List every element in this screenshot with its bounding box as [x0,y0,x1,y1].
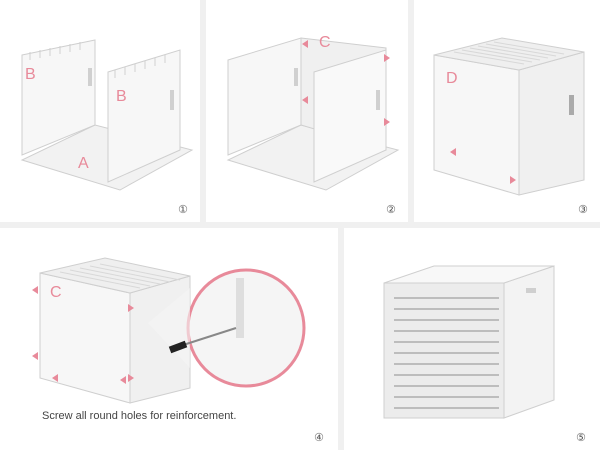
divider-top-2 [408,0,414,222]
panel-4-illustration [32,257,306,404]
panel-1-illustration [20,39,194,191]
screwdriver-icon [168,327,237,354]
panel-step-2: C ② [206,0,408,222]
part-label-c: C [319,34,331,51]
step-number: ④ [314,431,324,444]
step-number: ① [178,203,188,216]
divider-bottom [338,228,344,450]
arrow-icon [450,148,516,184]
arrow-icon [32,286,134,384]
step-number: ② [386,203,396,216]
part-label-a: A [78,155,89,172]
panel-2-illustration [226,37,400,191]
divider-top-1 [200,0,206,222]
panel-step-1: B B A ① [0,0,200,222]
panel-step-4: C Screw all round holes for reinforcemen… [0,228,338,450]
divider-horizontal [0,222,600,228]
panel-5-illustration [383,265,555,419]
instruction-caption: Screw all round holes for reinforcement. [42,410,237,422]
part-label-b-left: B [25,66,36,83]
step-number: ⑤ [576,431,586,444]
panel-step-5: ⑤ [344,228,600,450]
part-label-c: C [50,284,62,301]
panel-step-3: D ③ [414,0,600,222]
step-number: ③ [578,203,588,216]
panel-3-illustration [433,37,585,196]
part-label-b-right: B [116,88,127,105]
part-label-d: D [446,70,458,87]
arrow-icon [302,40,390,126]
